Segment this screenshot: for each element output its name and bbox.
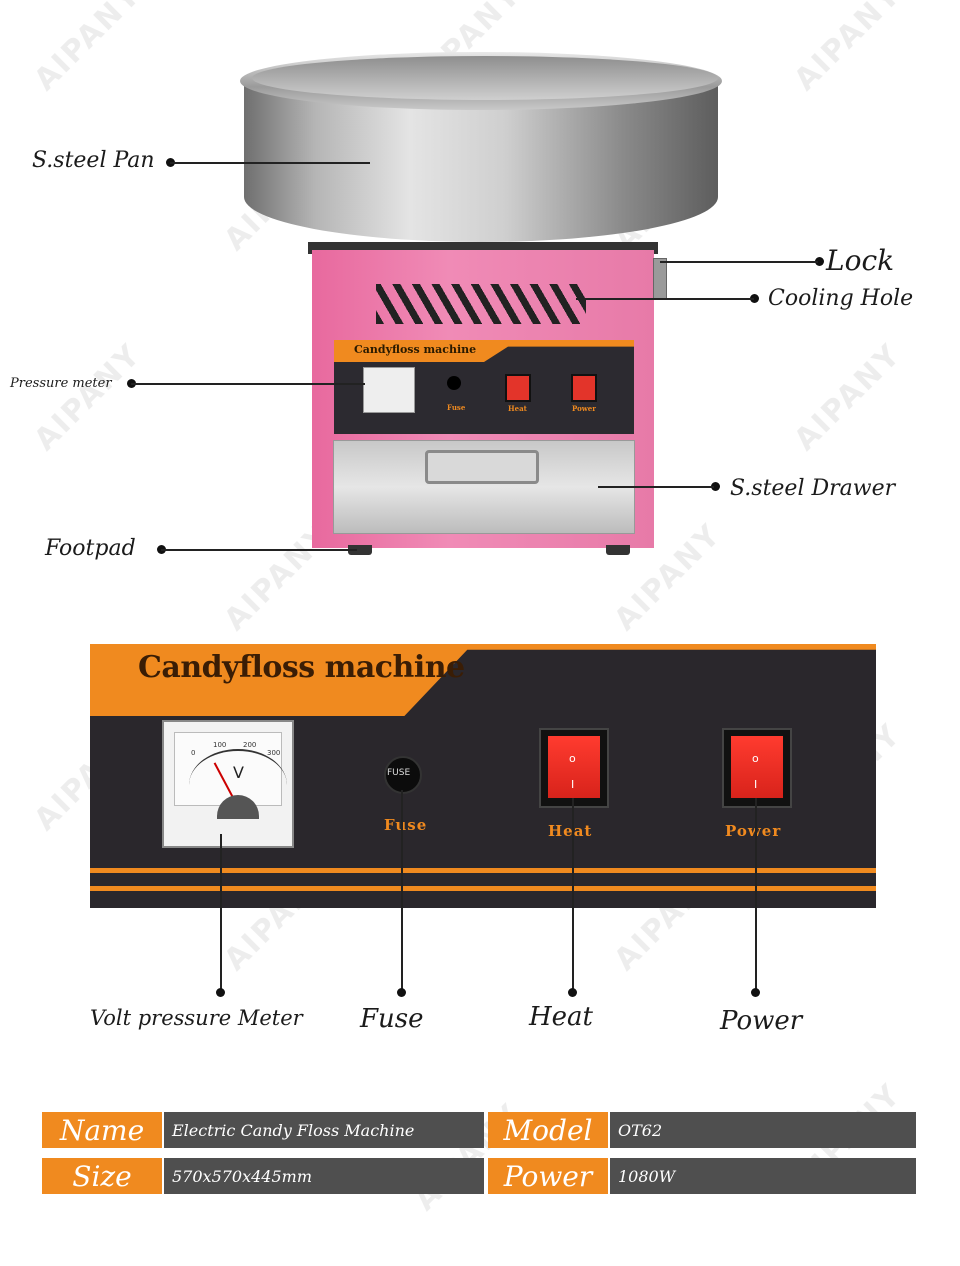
small-heat-switch (505, 374, 531, 402)
label-power: Power (720, 1006, 803, 1036)
fuse-holder (384, 756, 422, 794)
footpad-left (348, 545, 372, 555)
footpad-right (606, 545, 630, 555)
callout-line (572, 798, 574, 992)
cooling-vents (376, 284, 586, 324)
control-panel-title: Candyfloss machine (138, 650, 465, 685)
watermark: AIPANY (787, 0, 909, 98)
spec-label-size: Size (42, 1158, 162, 1194)
small-heat-caption: Heat (508, 404, 527, 413)
spec-label-model: Model (488, 1112, 608, 1148)
label-fuse: Fuse (360, 1004, 424, 1034)
spec-row-name-model: Name Electric Candy Floss Machine Model … (42, 1112, 916, 1148)
power-caption: Power (725, 822, 782, 840)
small-fuse-caption: Fuse (447, 403, 466, 412)
small-power-caption: Power (572, 404, 596, 413)
power-switch-off-mark: o (752, 752, 759, 765)
callout-dot (815, 257, 824, 266)
heat-caption: Heat (548, 822, 593, 840)
heat-switch-on-mark: I (571, 778, 575, 791)
power-switch (731, 736, 783, 798)
label-cooling-hole: Cooling Hole (768, 286, 914, 311)
meter-tick: 300 (267, 749, 281, 757)
label-steel-pan: S.steel Pan (32, 148, 155, 173)
watermark: AIPANY (27, 337, 149, 458)
callout-line (131, 383, 365, 385)
watermark: AIPANY (27, 0, 149, 98)
panel-stripe (90, 886, 876, 891)
drawer-handle (425, 450, 539, 484)
fuse-knob-text: FUSE (387, 768, 411, 778)
spec-label-name: Name (42, 1112, 162, 1148)
callout-line (660, 261, 818, 263)
callout-dot (397, 988, 406, 997)
heat-switch-off-mark: o (569, 752, 576, 765)
callout-dot (568, 988, 577, 997)
label-footpad: Footpad (45, 536, 136, 561)
spec-label-power: Power (488, 1158, 608, 1194)
label-lock: Lock (826, 244, 895, 277)
spec-value-power: 1080W (610, 1158, 916, 1194)
callout-line (170, 162, 370, 164)
volt-meter-face: 0 100 200 300 V (174, 732, 287, 819)
heat-switch (548, 736, 600, 798)
callout-line (161, 549, 357, 551)
lock-latch (653, 258, 667, 300)
small-power-switch (571, 374, 597, 402)
power-switch-on-mark: I (754, 778, 758, 791)
small-volt-meter (363, 367, 415, 413)
label-volt-meter: Volt pressure Meter (90, 1006, 303, 1030)
callout-dot (216, 988, 225, 997)
callout-line (401, 790, 403, 992)
volt-meter: 0 100 200 300 V (162, 720, 294, 848)
spec-value-model: OT62 (610, 1112, 916, 1148)
callout-dot (750, 294, 759, 303)
small-panel-title: Candyfloss machine (354, 343, 477, 356)
panel-stripe (90, 868, 876, 873)
callout-line (598, 486, 714, 488)
spec-value-name: Electric Candy Floss Machine (164, 1112, 484, 1148)
meter-tick: 100 (213, 741, 227, 749)
callout-line (755, 798, 757, 992)
callout-dot (711, 482, 720, 491)
spec-value-size: 570x570x445mm (164, 1158, 484, 1194)
meter-letter: V (233, 763, 244, 782)
fuse-caption: Fuse (384, 816, 428, 834)
callout-dot (751, 988, 760, 997)
watermark: AIPANY (787, 337, 909, 458)
meter-tick: 0 (191, 749, 196, 757)
small-fuse (447, 376, 461, 390)
callout-line (576, 298, 754, 300)
callout-line (220, 834, 222, 992)
label-heat: Heat (529, 1002, 594, 1032)
meter-scale-arc (189, 749, 287, 821)
spec-row-size-power: Size 570x570x445mm Power 1080W (42, 1158, 916, 1194)
meter-tick: 200 (243, 741, 257, 749)
label-steel-drawer: S.steel Drawer (730, 476, 896, 501)
label-pressure-meter: Pressure meter (10, 376, 112, 391)
steel-pan-inner (252, 56, 718, 100)
